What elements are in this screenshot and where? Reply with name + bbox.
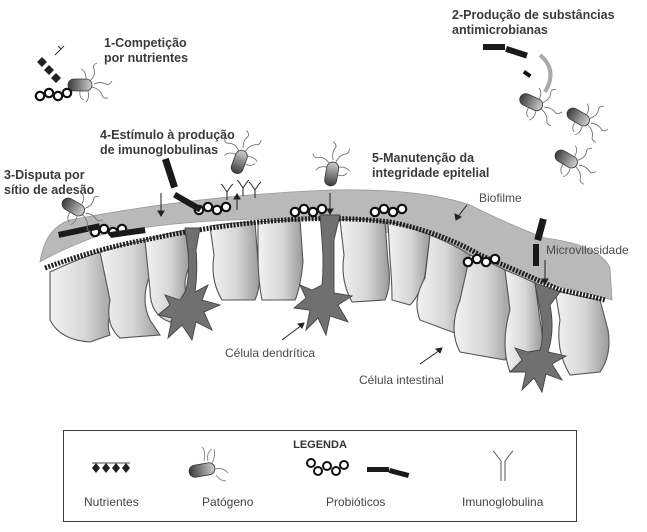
pathogen-icon: [546, 133, 606, 191]
mechanism-2-line1: 2-Produção de substâncias: [452, 8, 615, 22]
microvilli-label: Microvilosidade: [546, 243, 629, 257]
legend-label-nutrients: Nutrientes: [84, 495, 139, 509]
probiotic-icon: [306, 458, 410, 479]
mechanism-4-label: 4-Estímulo à produção de imunoglobulinas: [100, 128, 235, 158]
mechanism-4-line2: de imunoglobulinas: [100, 143, 219, 157]
legend-title: LEGENDA: [293, 439, 347, 451]
microvilli-layer: [44, 216, 606, 303]
dendritic-cells: [157, 214, 568, 394]
immunoglobulin-icon: [492, 450, 514, 481]
dendritic-cell-label: Célula dendrítica: [225, 346, 316, 360]
biofilm-label: Biofilme: [479, 191, 522, 205]
mechanism-5-line2: integridade epitelial: [372, 166, 490, 180]
mechanism-3-label: 3-Disputa por sítio de adesão: [4, 168, 94, 198]
intestinal-epithelium: [49, 218, 610, 376]
pathogen-icon: [188, 446, 229, 482]
intestinal-cell: [339, 218, 391, 303]
nutrient-icon: [37, 45, 65, 83]
mechanism-5-label: 5-Manutenção da integridade epitelial: [372, 151, 489, 181]
mechanism-3-line1: 3-Disputa por: [4, 168, 85, 182]
dendritic-cell: [157, 227, 222, 342]
legend-label-probiotics: Probióticos: [326, 495, 386, 509]
antimicrobial-arc: [538, 53, 553, 94]
dendritic-cell: [292, 214, 354, 337]
mechanism-1-label: 1-Competição por nutrientes: [104, 36, 188, 66]
intestinal-cell-label: Célula intestinal: [359, 373, 444, 387]
pathogen-icon: [512, 76, 570, 132]
probiotic-chain: [34, 87, 73, 102]
biofilm-layer: [39, 189, 613, 301]
mechanism-2-label: 2-Produção de substâncias antimicrobiana…: [452, 8, 615, 38]
pathogen-icon: [307, 138, 355, 190]
intestinal-cell: [209, 221, 261, 301]
mechanism-4-line1: 4-Estímulo à produção: [100, 128, 235, 142]
legend-label-pathogen: Patógeno: [202, 495, 254, 509]
legend-icons: [92, 446, 514, 482]
pointer-arrows: [157, 193, 549, 365]
legend: LEGENDA Nutrientes Patógeno Probióticos …: [63, 430, 577, 522]
mechanism-1-line2: por nutrientes: [104, 51, 189, 65]
mechanism-3-line2: sítio de adesão: [4, 183, 95, 197]
dendritic-cell: [508, 282, 568, 394]
mechanism-1-line1: 1-Competição: [104, 36, 187, 50]
intestinal-cell: [257, 219, 304, 301]
mechanism-2-line2: antimicrobianas: [452, 23, 548, 37]
pathogen-icon: [67, 62, 113, 103]
intestinal-cell: [554, 289, 610, 376]
nutrient-icon: [92, 462, 130, 473]
immunoglobulin-icon: [236, 179, 250, 197]
mechanism-5-line1: 5-Manutenção da: [372, 151, 475, 165]
legend-label-immunoglobulin: Imunoglobulina: [462, 495, 544, 509]
probiotic-rods: [58, 44, 547, 266]
intestinal-cell: [49, 251, 116, 343]
pathogen-icon: [558, 91, 618, 149]
